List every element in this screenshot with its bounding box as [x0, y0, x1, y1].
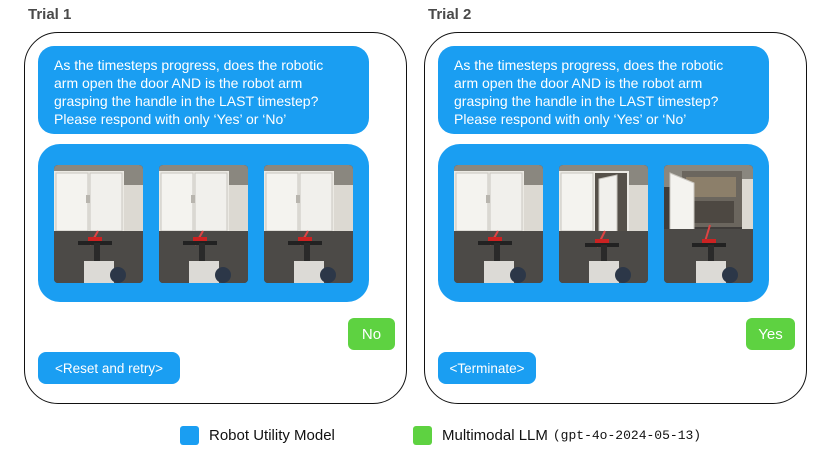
legend-robot-utility-model: Robot Utility Model	[180, 426, 335, 445]
timestep-image-2	[159, 165, 248, 283]
trial-2-answer-bubble: Yes	[746, 318, 795, 350]
question-line: grasping the handle in the LAST timestep…	[54, 93, 319, 109]
timestep-image-2	[559, 165, 648, 283]
legend-label: Multimodal LLM	[442, 427, 548, 444]
trial-1-image-bubble	[38, 144, 369, 302]
trial-1-panel: As the timesteps progress, does the robo…	[24, 32, 407, 404]
question-line: arm open the door AND is the robot arm	[54, 75, 303, 91]
trial-2-question-bubble: As the timesteps progress, does the robo…	[438, 46, 769, 134]
legend-model-id: (gpt-4o-2024-05-13)	[552, 428, 702, 443]
green-swatch	[413, 426, 432, 445]
question-line: Please respond with only ‘Yes’ or ‘No’	[54, 111, 287, 127]
trial-1-answer-bubble: No	[348, 318, 395, 350]
timestep-image-3	[664, 165, 753, 283]
trial-2-panel: As the timesteps progress, does the robo…	[424, 32, 807, 404]
trial-1-title: Trial 1	[28, 6, 72, 23]
trial-2-image-bubble	[438, 144, 769, 302]
trial-2-title: Trial 2	[428, 6, 472, 23]
terminate-action: <Terminate>	[438, 352, 536, 384]
timestep-image-1	[454, 165, 543, 283]
question-line: arm open the door AND is the robot arm	[454, 75, 703, 91]
legend-multimodal-llm: Multimodal LLM (gpt-4o-2024-05-13)	[413, 426, 701, 445]
reset-and-retry-action: <Reset and retry>	[38, 352, 180, 384]
legend-label: Robot Utility Model	[209, 427, 335, 444]
timestep-image-1	[54, 165, 143, 283]
question-line: grasping the handle in the LAST timestep…	[454, 93, 719, 109]
blue-swatch	[180, 426, 199, 445]
question-line: Please respond with only ‘Yes’ or ‘No’	[454, 111, 687, 127]
question-line: As the timesteps progress, does the robo…	[454, 57, 724, 73]
timestep-image-3	[264, 165, 353, 283]
trial-1-question-bubble: As the timesteps progress, does the robo…	[38, 46, 369, 134]
question-line: As the timesteps progress, does the robo…	[54, 57, 324, 73]
